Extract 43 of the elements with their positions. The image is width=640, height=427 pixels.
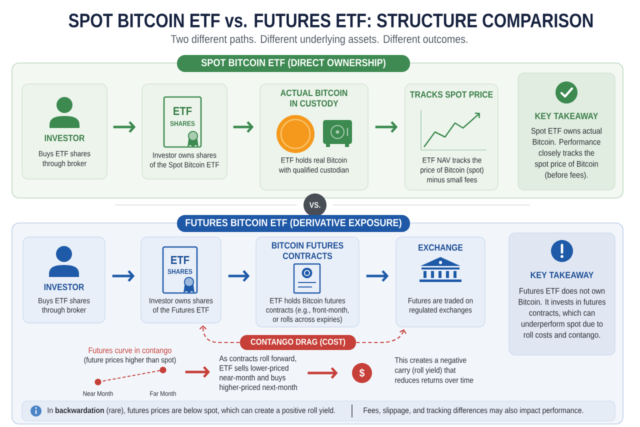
- document-label: ETF: [174, 107, 192, 115]
- box-heading: BITCOIN FUTURES CONTRACTS: [272, 242, 344, 260]
- step-box: [140, 236, 222, 324]
- takeaway-box: [518, 72, 616, 190]
- footnote-text: Fees, slippage, and tracking differences may also impact performance.: [364, 407, 584, 415]
- label-pill: CONTANGO DRAG (COST): [240, 335, 356, 350]
- box-heading: INVESTOR: [44, 284, 84, 290]
- document-label: ETF: [171, 256, 190, 264]
- curved-arrow: [356, 329, 406, 344]
- box-heading: INVESTOR: [44, 134, 85, 142]
- box-text: Spot ETF owns actual Bitcoin. Performance closely tracks the spot price of Bitcoin (before fees).: [531, 128, 602, 180]
- section-banner: FUTURES BITCOIN ETF (DERIVATIVE EXPOSURE): [177, 215, 410, 232]
- step-box: [404, 84, 498, 190]
- arrow: [113, 121, 136, 133]
- arrow: [112, 270, 135, 282]
- arrow: [375, 121, 398, 133]
- step-box: [256, 236, 360, 328]
- vs-badge: VS.: [304, 194, 326, 216]
- section-banner: SPOT BITCOIN ETF (DIRECT OWNERSHIP): [177, 55, 410, 72]
- step-box: [22, 236, 106, 324]
- step-box: [142, 84, 228, 180]
- title: SPOT BITCOIN ETF vs. FUTURES ETF: STRUCTURE COMPARISON: [68, 14, 593, 28]
- box-heading: TRACKS SPOT PRICE: [410, 91, 493, 98]
- box-heading: ACTUAL BITCOIN IN CUSTODY: [280, 90, 348, 107]
- takeaway-box: [508, 232, 616, 356]
- box-heading: KEY TAKEAWAY: [530, 272, 594, 278]
- box-heading: KEY TAKEAWAY: [535, 112, 598, 120]
- subtitle: Two different paths. Different underlying assets. Different outcomes.: [170, 34, 468, 46]
- curved-arrow: [199, 325, 240, 344]
- info-bar: [22, 400, 616, 422]
- arrow: [308, 367, 338, 379]
- box-heading: EXCHANGE: [418, 244, 463, 251]
- arrow: [228, 270, 250, 282]
- arrow: [185, 366, 210, 378]
- arrow: [366, 270, 389, 282]
- step-box: [260, 84, 368, 190]
- step-box: [396, 236, 486, 328]
- footnote-text: In backwardation (rare), futures prices are below spot, which can create a positive roll yield.: [48, 407, 335, 415]
- step-box: [22, 84, 108, 180]
- box-text: Futures ETF does not own Bitcoin. It invests in futures contracts, which can underperform spot due to roll costs and contango.: [518, 288, 606, 340]
- chart-title: Futures curve in contango: [88, 347, 172, 355]
- step-text: As contracts roll forward, ETF sells lower-priced near-month and buys higher-priced next-month: [219, 355, 297, 392]
- arrow: [233, 121, 254, 133]
